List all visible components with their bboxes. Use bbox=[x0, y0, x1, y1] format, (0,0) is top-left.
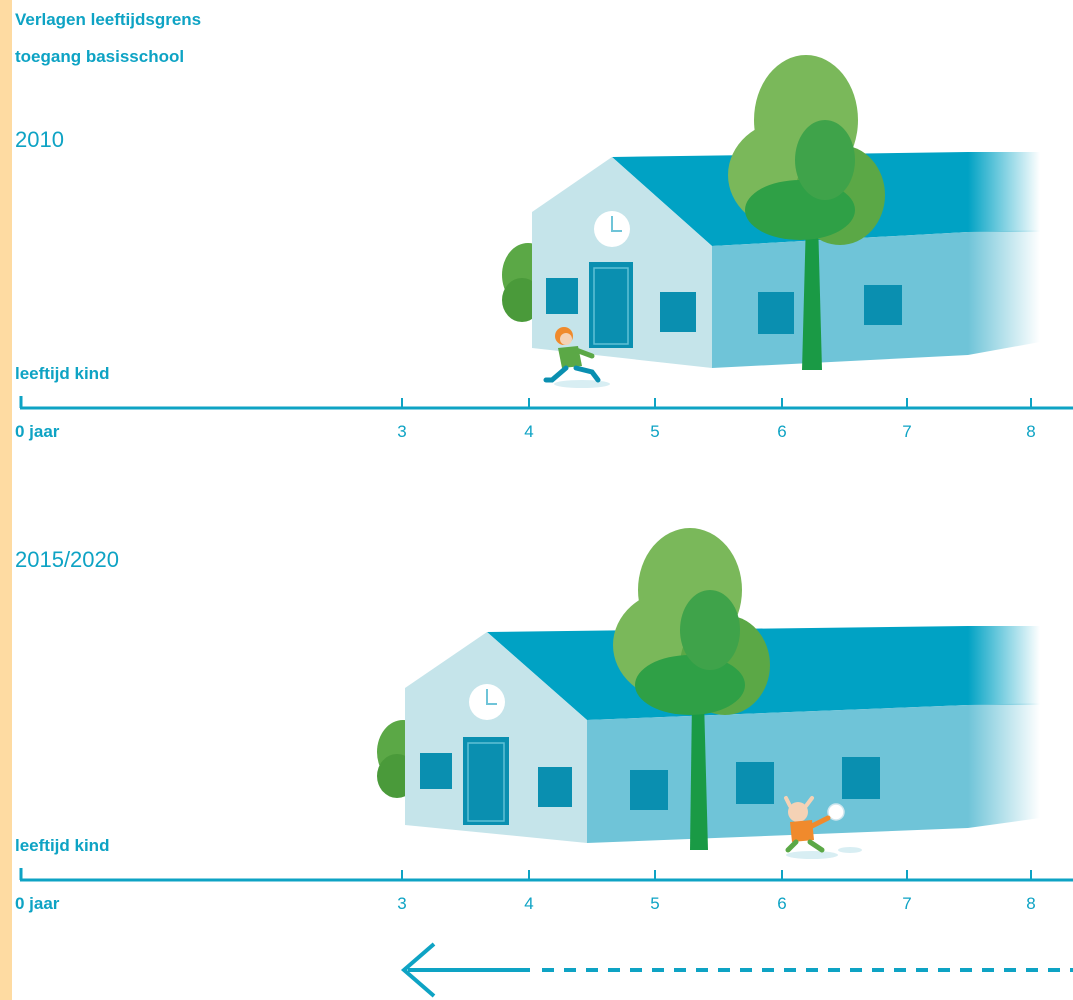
tree-2010 bbox=[728, 55, 885, 370]
title-line-1: Verlagen leeftijdsgrens bbox=[15, 10, 202, 29]
playing-child-icon bbox=[784, 796, 862, 859]
age-tick-label: 4 bbox=[524, 894, 534, 913]
age-tick-label: 3 bbox=[397, 894, 407, 913]
age-tick-label: 4 bbox=[524, 422, 534, 441]
age-tick-label: 6 bbox=[777, 894, 787, 913]
school-building-2010 bbox=[502, 152, 1040, 368]
age-tick-label: 3 bbox=[397, 422, 407, 441]
running-child-icon bbox=[543, 327, 610, 388]
start-label-2010: 0 jaar bbox=[15, 422, 60, 441]
age-tick-label: 8 bbox=[1026, 422, 1036, 441]
lowering-arrow bbox=[400, 942, 1073, 998]
age-tick-label: 5 bbox=[650, 422, 660, 441]
year-label-2015: 2015/2020 bbox=[15, 547, 119, 572]
age-tick-label: 7 bbox=[902, 894, 912, 913]
year-label-2010: 2010 bbox=[15, 127, 64, 152]
axis-label-2015: leeftijd kind bbox=[15, 836, 110, 855]
axis-label-2010: leeftijd kind bbox=[15, 364, 110, 383]
age-tick-label: 6 bbox=[777, 422, 787, 441]
title-line-2: toegang basisschool bbox=[15, 47, 185, 66]
age-tick-label: 8 bbox=[1026, 894, 1036, 913]
tree-2015 bbox=[613, 528, 770, 850]
start-label-2015: 0 jaar bbox=[15, 894, 60, 913]
age-tick-label: 7 bbox=[902, 422, 912, 441]
age-tick-label: 5 bbox=[650, 894, 660, 913]
